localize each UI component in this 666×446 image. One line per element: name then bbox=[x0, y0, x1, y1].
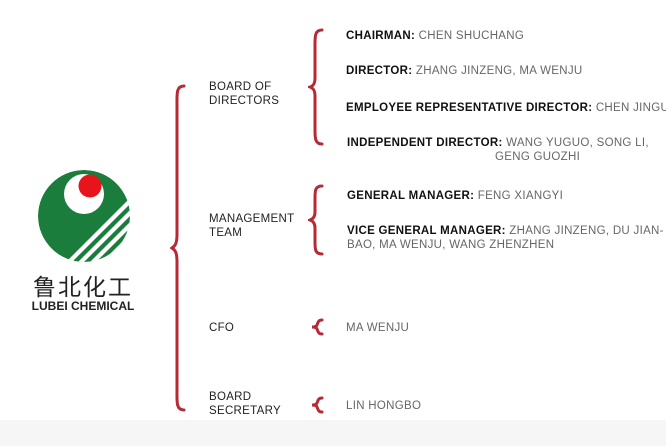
main-brace bbox=[170, 84, 186, 412]
general-manager-entry: GENERAL MANAGER: FENG XIANGYI bbox=[347, 189, 563, 203]
independent-names-1: WANG YUGUO, SONG LI, bbox=[502, 137, 649, 149]
cfo-brace bbox=[311, 318, 324, 336]
management-label-line-1: MANAGEMENT bbox=[209, 213, 295, 225]
gm-names: FENG XIANGYI bbox=[474, 190, 564, 202]
vice-general-manager-entry: VICE GENERAL MANAGER: ZHANG JINZENG, DU … bbox=[347, 224, 664, 238]
employee-rep-role: EMPLOYEE REPRESENTATIVE DIRECTOR: bbox=[346, 102, 593, 114]
secretary-brace bbox=[311, 396, 324, 414]
board-of-directors-label: BOARD OF DIRECTORS bbox=[209, 80, 279, 108]
management-brace bbox=[308, 184, 324, 256]
board-brace bbox=[308, 28, 324, 146]
cfo-name: MA WENJU bbox=[346, 322, 410, 334]
director-role: DIRECTOR: bbox=[346, 65, 413, 77]
board-label-line-1: BOARD OF bbox=[209, 81, 272, 93]
chairman-names: CHEN SHUCHANG bbox=[415, 30, 525, 42]
secretary-label-line-2: SECRETARY bbox=[209, 405, 281, 417]
independent-director-entry: INDEPENDENT DIRECTOR: WANG YUGUO, SONG L… bbox=[347, 136, 649, 150]
logo-english-name: LUBEI CHEMICAL bbox=[31, 299, 135, 313]
vgm-role: VICE GENERAL MANAGER: bbox=[347, 225, 506, 237]
management-label-line-2: TEAM bbox=[209, 227, 243, 239]
logo-chinese-name: 鲁北化工 bbox=[33, 275, 133, 301]
chairman-role: CHAIRMAN: bbox=[346, 30, 416, 42]
independent-director-entry-cont: GENG GUOZHI bbox=[495, 151, 581, 163]
management-team-label: MANAGEMENT TEAM bbox=[209, 212, 294, 240]
vice-general-manager-entry-cont: BAO, MA WENJU, WANG ZHENZHEN bbox=[347, 239, 555, 251]
employee-rep-entry: EMPLOYEE REPRESENTATIVE DIRECTOR: CHEN J… bbox=[346, 101, 666, 115]
gm-role: GENERAL MANAGER: bbox=[347, 190, 475, 202]
vgm-names-1: ZHANG JINZENG, DU JIAN- bbox=[505, 225, 664, 237]
footer-band bbox=[0, 420, 666, 446]
board-secretary-label: BOARD SECRETARY bbox=[209, 390, 281, 418]
chairman-entry: CHAIRMAN: CHEN SHUCHANG bbox=[346, 29, 524, 43]
director-entry: DIRECTOR: ZHANG JINZENG, MA WENJU bbox=[346, 64, 583, 78]
secretary-label-line-1: BOARD bbox=[209, 391, 252, 403]
independent-role: INDEPENDENT DIRECTOR: bbox=[347, 137, 503, 149]
board-label-line-2: DIRECTORS bbox=[209, 95, 280, 107]
employee-rep-names: CHEN JINGUO bbox=[595, 102, 666, 114]
lubei-logo bbox=[38, 170, 130, 262]
cfo-label: CFO bbox=[209, 322, 235, 334]
director-names: ZHANG JINZENG, MA WENJU bbox=[412, 65, 583, 77]
board-secretary-name: LIN HONGBO bbox=[346, 400, 422, 412]
